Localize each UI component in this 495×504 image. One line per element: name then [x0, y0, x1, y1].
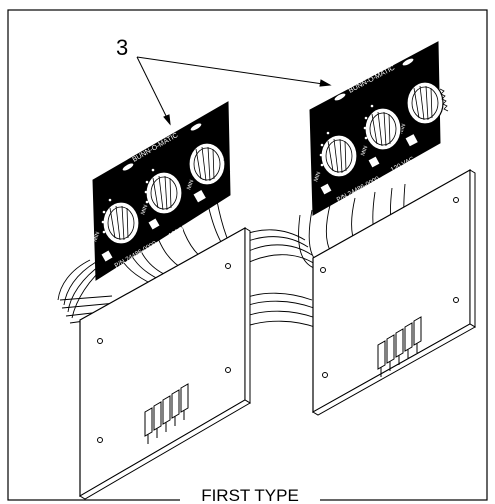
knob-label-left-1: MIN	[92, 231, 101, 243]
timer-knob-left-3	[188, 142, 231, 186]
caption-background	[180, 487, 320, 504]
timer-knob-right-2	[363, 104, 402, 151]
knob-label-left-3: MIN	[186, 179, 195, 191]
timer-knob-left-1	[101, 198, 140, 245]
timer-knob-right-1	[319, 131, 358, 178]
figure-caption: FIRST TYPE	[201, 486, 299, 504]
callout-number: 3	[116, 35, 128, 60]
knob-label-right-3: MIN	[398, 123, 407, 135]
circuit-board-right	[312, 168, 476, 416]
knob-label-right-2: MIN	[360, 145, 369, 157]
knobs-right	[319, 81, 449, 178]
connector-pins-left	[144, 383, 189, 444]
circuit-board-left	[79, 226, 251, 500]
callout-leader-lines	[136, 56, 332, 126]
knob-label-left-2: MIN	[140, 204, 149, 216]
timer-knob-right-3	[406, 81, 449, 125]
connector-pins-right	[377, 316, 422, 377]
knobs-left	[101, 142, 231, 245]
knob-label-right-1: MIN	[313, 171, 322, 183]
timer-knob-left-2	[144, 168, 183, 215]
